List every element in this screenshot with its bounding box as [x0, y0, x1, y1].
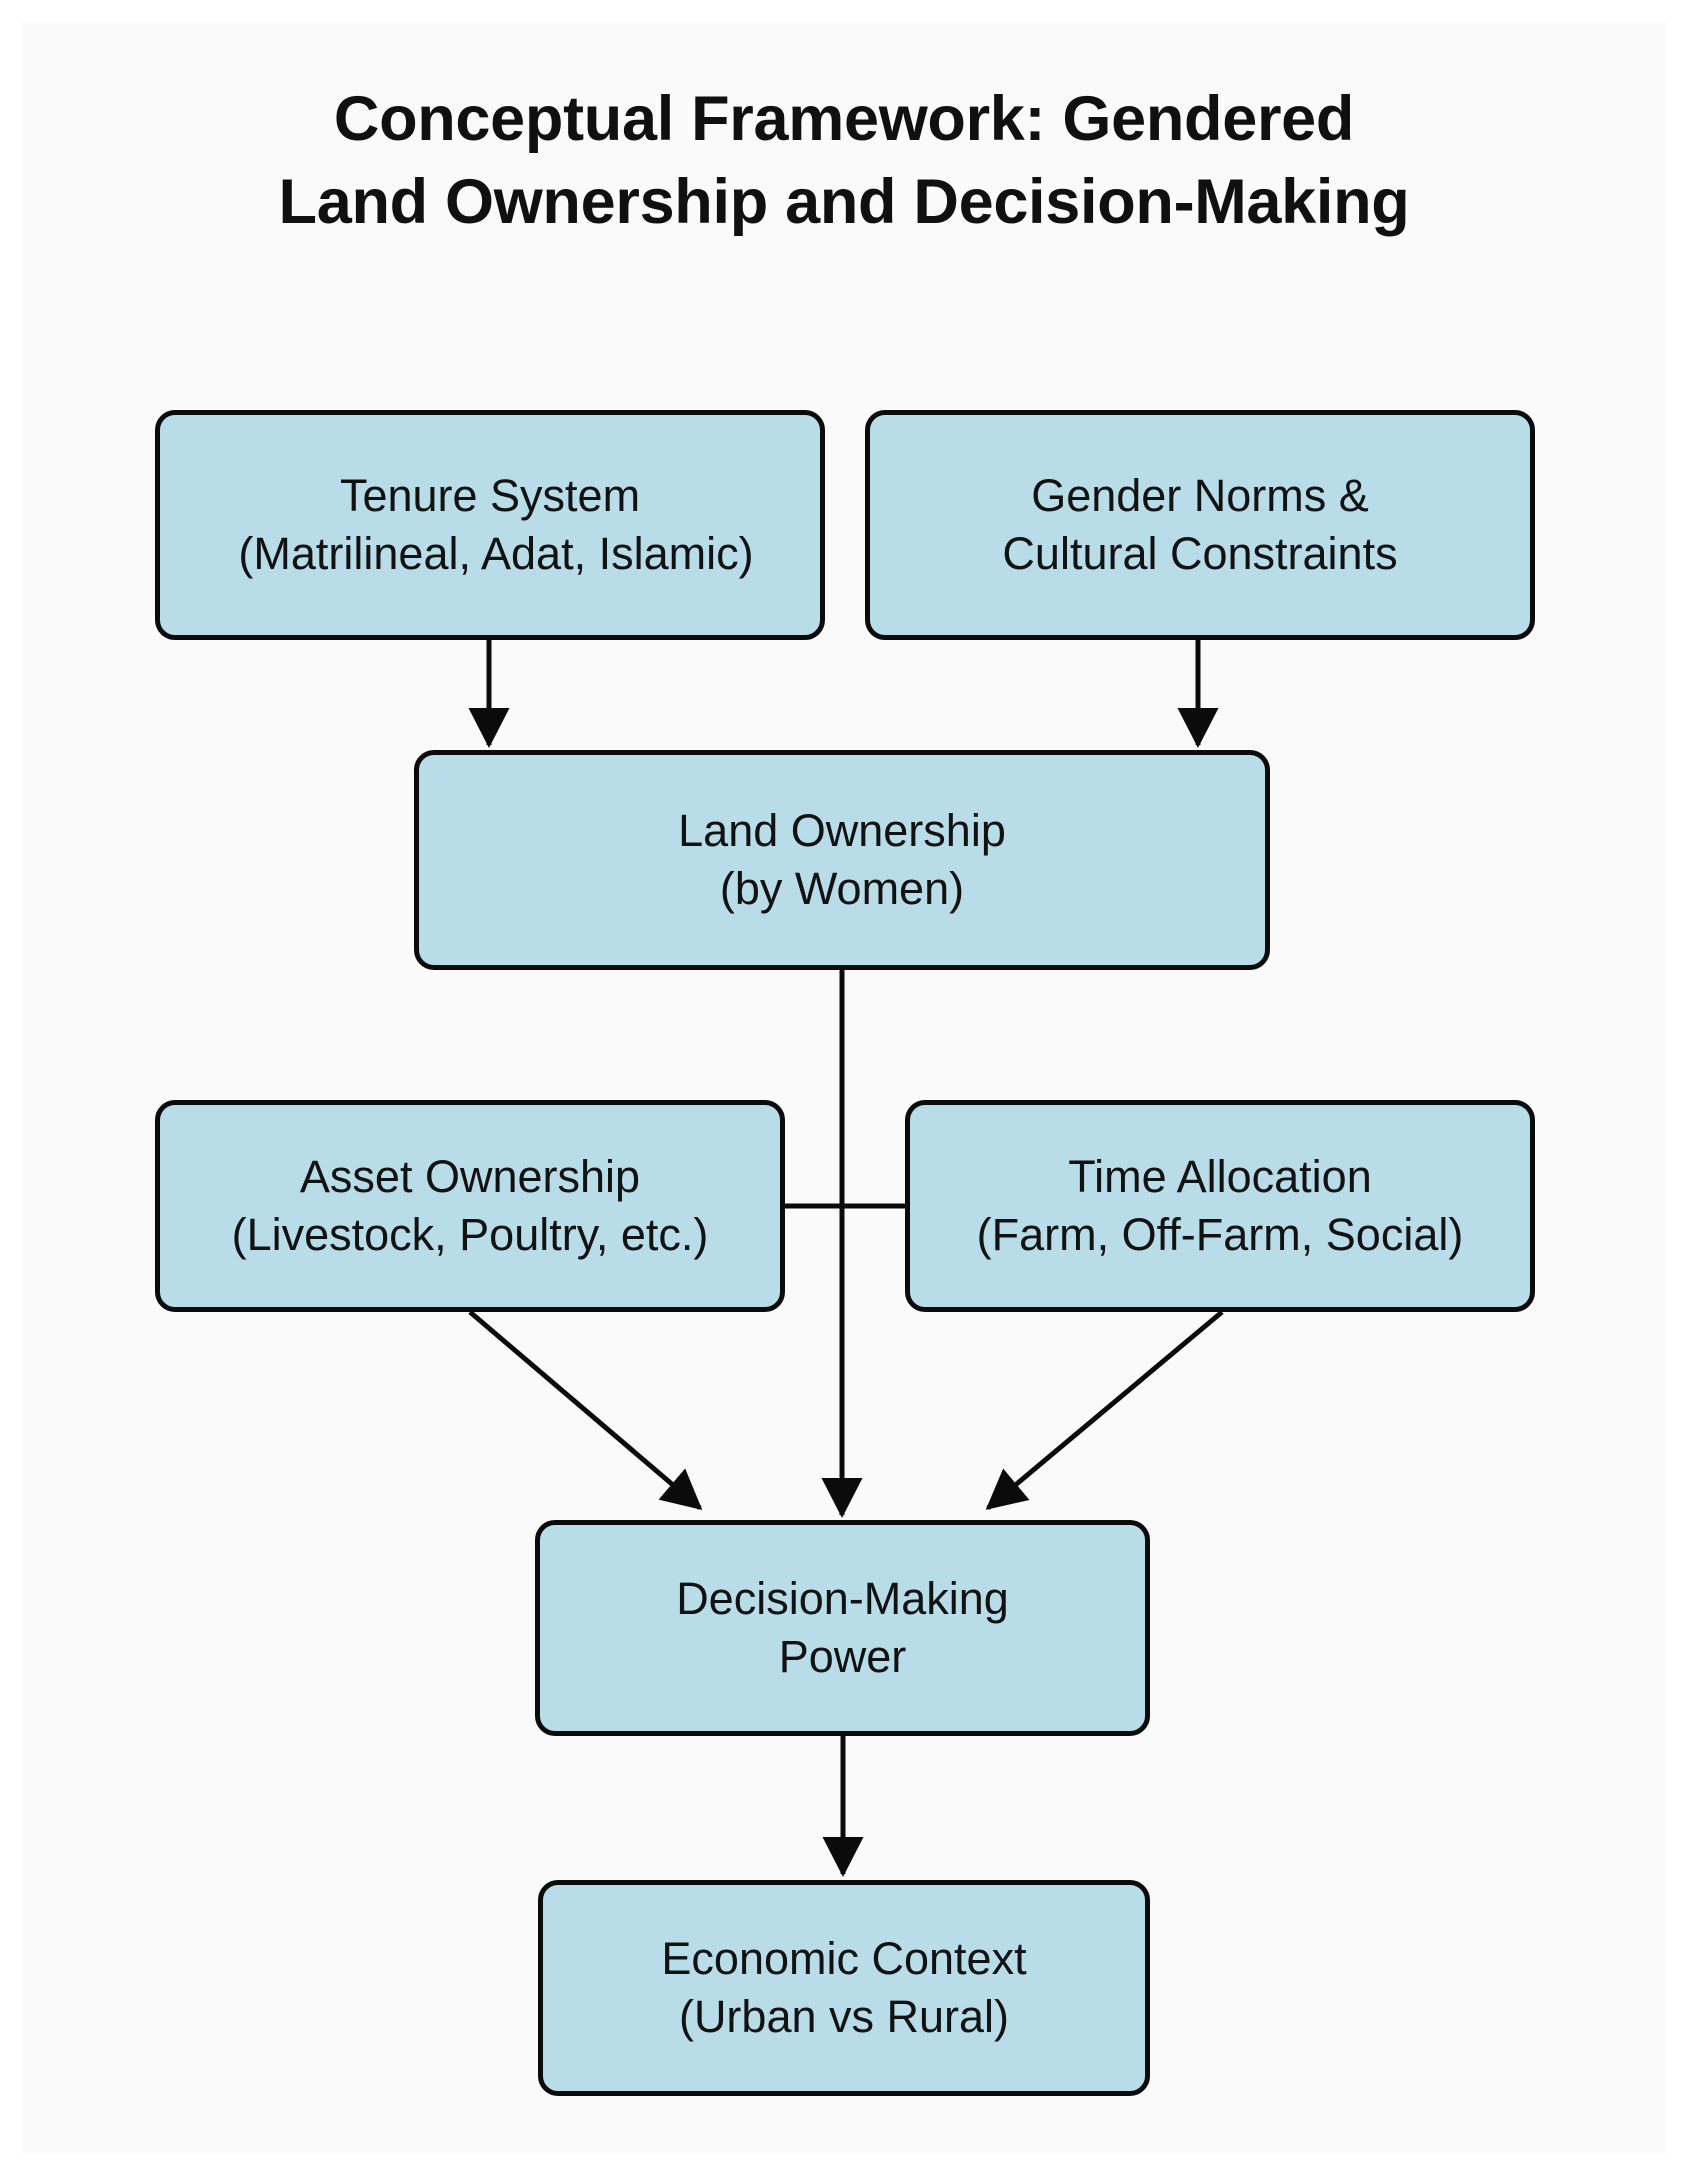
node-land-ownership-line-2: (by Women): [719, 863, 965, 914]
node-tenure-system[interactable]: Tenure System (Matrilineal, Adat, Islami…: [155, 410, 825, 640]
node-time-allocation-line-2: (Farm, Off-Farm, Social): [976, 1209, 1464, 1260]
node-time-allocation[interactable]: Time Allocation (Farm, Off-Farm, Social): [905, 1100, 1535, 1312]
edge-asset-to-decision: [468, 1310, 703, 1510]
node-asset-ownership-line-2: (Livestock, Poultry, etc.): [231, 1209, 709, 1260]
title-line-1: Conceptual Framework: Gendered: [333, 84, 1355, 154]
node-tenure-system-line-1: Tenure System: [339, 469, 641, 521]
node-gender-norms-line-1: Gender Norms &: [1031, 469, 1369, 521]
node-land-ownership-line-1: Land Ownership: [678, 804, 1006, 856]
node-economic-context[interactable]: Economic Context (Urban vs Rural): [538, 1880, 1150, 2096]
node-decision-making-power[interactable]: Decision-Making Power: [535, 1520, 1150, 1736]
node-time-allocation-line-1: Time Allocation: [1068, 1150, 1372, 1202]
node-gender-norms-line-2: Cultural Constraints: [1002, 528, 1398, 579]
title-line-2: Land Ownership and Decision-Making: [278, 167, 1410, 238]
node-land-ownership[interactable]: Land Ownership (by Women): [414, 750, 1270, 970]
edge-time-to-decision: [985, 1310, 1224, 1510]
node-tenure-system-line-2: (Matrilineal, Adat, Islamic): [238, 528, 754, 579]
node-asset-ownership[interactable]: Asset Ownership (Livestock, Poultry, etc…: [155, 1100, 785, 1312]
node-asset-ownership-line-1: Asset Ownership: [299, 1150, 641, 1202]
node-decision-making-power-line-1: Decision-Making: [676, 1572, 1009, 1624]
page-title: Conceptual Framework: Gendered Land Owne…: [0, 78, 1688, 244]
node-gender-norms[interactable]: Gender Norms & Cultural Constraints: [865, 410, 1535, 640]
node-decision-making-power-line-2: Power: [778, 1631, 907, 1682]
node-economic-context-line-1: Economic Context: [661, 1932, 1027, 1984]
node-economic-context-line-2: (Urban vs Rural): [678, 1991, 1010, 2042]
